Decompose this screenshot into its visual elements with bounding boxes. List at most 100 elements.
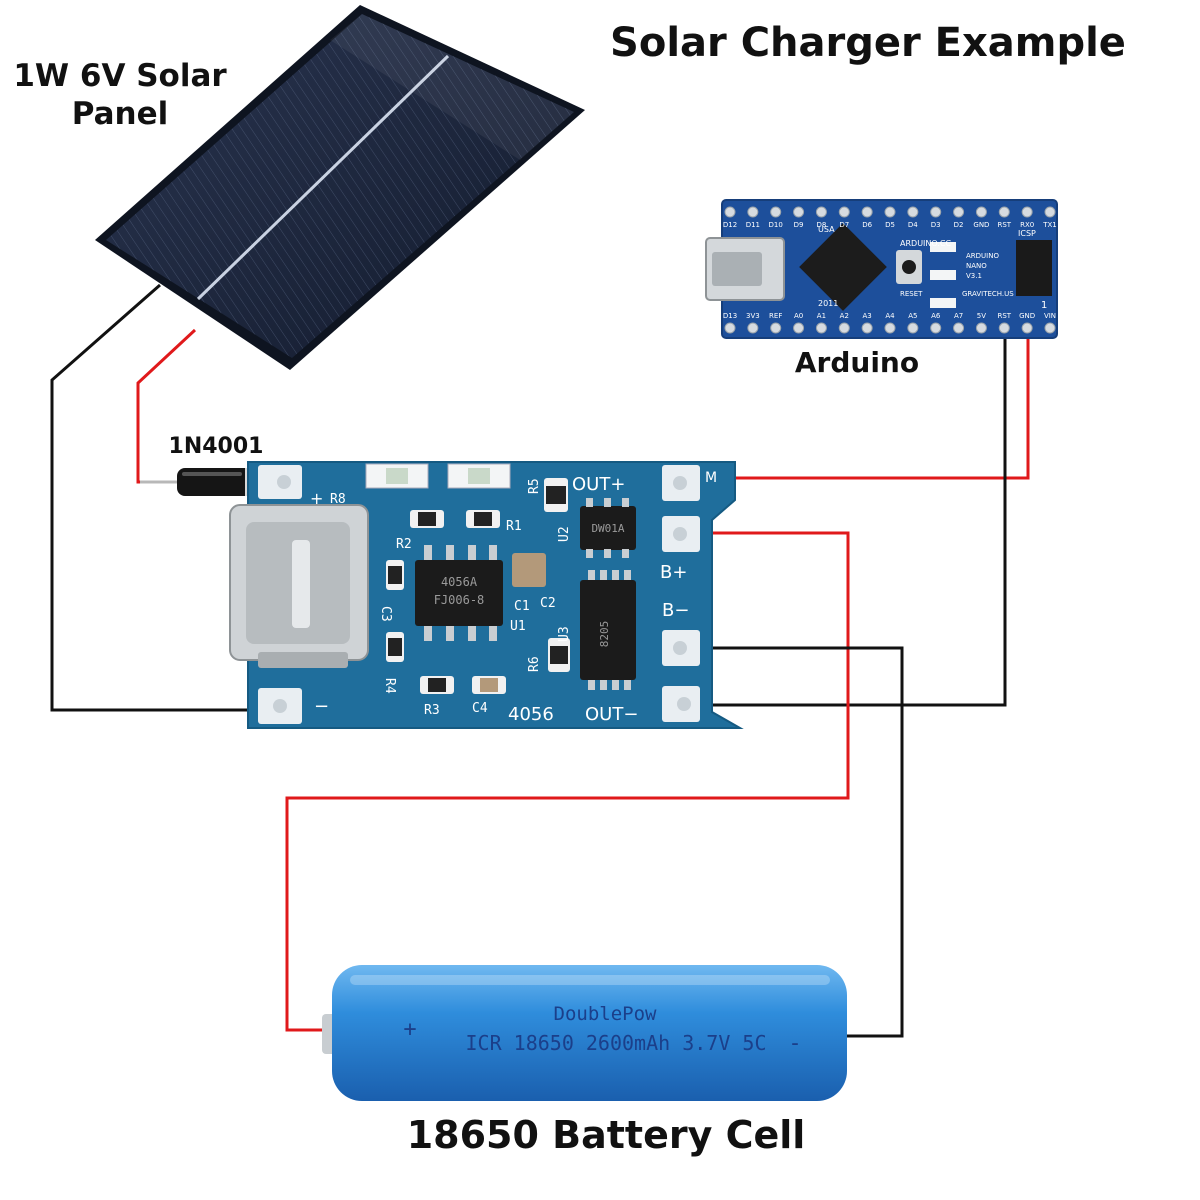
arduino-pin-label-top: RX0: [1020, 221, 1034, 229]
pad-in-plus-hole: [277, 475, 291, 489]
arduino-pin-bottom: [884, 322, 896, 334]
arduino-icsp-header: [1016, 240, 1052, 296]
solar-panel: [95, 5, 585, 370]
arduino-pin-top: [998, 206, 1010, 218]
arduino-pin-top: [1044, 206, 1056, 218]
silk-out-plus: OUT+: [572, 474, 625, 495]
arduino-pin-label-bottom: A1: [817, 312, 826, 320]
silk-ref-r2: R2: [396, 537, 412, 552]
battery-label: 18650 Battery Cell: [407, 1113, 806, 1157]
usb-c-tongue: [292, 540, 310, 628]
arduino-text-usa: USA: [818, 225, 835, 234]
arduino-pin-label-bottom: 3V3: [746, 312, 760, 320]
battery-plus-mark: +: [403, 1017, 416, 1042]
arduino-text-nano-3: V3.1: [966, 272, 982, 280]
battery-highlight: [350, 975, 830, 985]
solar-panel-grid: [106, 14, 574, 358]
arduino-text-one: 1: [1041, 300, 1047, 311]
diode-highlight: [182, 472, 242, 476]
solar-panel-bus-bar: [196, 54, 450, 301]
wires: [50, 283, 1030, 1038]
arduino-pin-label-bottom: REF: [769, 312, 782, 320]
silk-in-minus: −: [314, 696, 329, 717]
arduino-pin-bottom: [998, 322, 1010, 334]
wire-outplus-to-vin: [680, 338, 1030, 480]
led-done-lens: [468, 468, 490, 484]
arduino-pin-bottom: [975, 322, 987, 334]
silk-ref-c3: C3: [378, 606, 393, 622]
arduino-pin-label-bottom: A2: [840, 312, 849, 320]
arduino-pin-label-bottom: A5: [908, 312, 917, 320]
battery-body: [332, 965, 847, 1101]
arduino-pin-top: [724, 206, 736, 218]
arduino-pin-top: [747, 206, 759, 218]
page-title: Solar Charger Example: [610, 20, 1126, 66]
arduino-pin-label-bottom: GND: [1019, 312, 1035, 320]
pad-in-minus-hole: [273, 699, 287, 713]
arduino-led-pwr: [930, 298, 956, 308]
silk-ref-u3: U3: [557, 626, 572, 642]
silk-in-plus: +: [310, 489, 323, 508]
silk-b-minus: B−: [662, 600, 689, 621]
arduino-pin-rows: TX1RX0RSTGNDD2D3D4D5D6D7D8D9D10D11D12D13…: [723, 206, 1057, 334]
arduino-pin-label-bottom: 5V: [977, 312, 986, 320]
chip-u1-mark-1: 4056A: [441, 575, 478, 589]
pad-b-plus-hole: [673, 527, 687, 541]
silk-ref-c2: C2: [540, 596, 556, 611]
capacitor-c2: [512, 553, 546, 587]
arduino-pin-label-top: D10: [769, 221, 783, 229]
pad-out-plus-hole: [673, 476, 687, 490]
arduino-pin-label-bottom: RST: [997, 312, 1011, 320]
arduino-pin-top: [861, 206, 873, 218]
chip-u2-mark: DW01A: [591, 522, 624, 535]
arduino-text-year: 2011: [818, 299, 838, 308]
diode-1n4001: 1N4001: [140, 434, 300, 496]
silk-ref-u2: U2: [557, 526, 572, 542]
arduino-pin-bottom: [770, 322, 782, 334]
arduino-pin-bottom: [1021, 322, 1033, 334]
arduino-pin-label-bottom: A6: [931, 312, 941, 320]
battery-minus-mark: -: [788, 1031, 801, 1056]
pad-out-minus-hole: [677, 697, 691, 711]
arduino-pin-label-top: D6: [862, 221, 872, 229]
silk-out-minus: OUT−: [585, 704, 638, 725]
battery-18650: DoublePow ICR 18650 2600mAh 3.7V 5C + -: [322, 965, 847, 1101]
arduino-pin-top: [884, 206, 896, 218]
silk-model: 4056: [508, 704, 554, 725]
arduino-pin-bottom: [793, 322, 805, 334]
silk-corner-mark: M: [705, 470, 717, 486]
led-charging-lens: [386, 468, 408, 484]
chip-u1-pins: [424, 545, 497, 641]
arduino-pin-bottom: [815, 322, 827, 334]
arduino-pin-top: [953, 206, 965, 218]
silk-ref-c1: C1: [514, 599, 530, 614]
arduino-text-nano-1: ARDUINO: [966, 252, 999, 260]
arduino-pin-label-top: D7: [839, 221, 849, 229]
usb-c-shell-foot: [258, 652, 348, 668]
silk-ref-c4: C4: [472, 701, 488, 716]
arduino-text-nano-2: NANO: [966, 262, 987, 270]
arduino-pin-label-bottom: D13: [723, 312, 737, 320]
battery-spec: ICR 18650 2600mAh 3.7V 5C: [465, 1031, 766, 1055]
arduino-pin-label-bottom: A4: [885, 312, 895, 320]
arduino-label: Arduino: [795, 346, 919, 379]
silk-b-plus: B+: [660, 562, 687, 583]
wire-solar-negative: [50, 283, 275, 712]
arduino-pin-bottom: [861, 322, 873, 334]
chip-u3: [580, 580, 636, 680]
pad-b-minus-hole: [673, 641, 687, 655]
arduino-pin-top: [838, 206, 850, 218]
arduino-pin-label-top: D2: [954, 221, 964, 229]
solar-panel-label-line1: 1W 6V Solar: [13, 58, 227, 94]
solar-panel-label-line2: Panel: [72, 96, 169, 132]
battery-brand: DoublePow: [554, 1003, 658, 1025]
arduino-pin-label-top: GND: [973, 221, 989, 229]
silk-ref-r5: R5: [527, 478, 542, 494]
arduino-pin-top: [975, 206, 987, 218]
arduino-pin-bottom: [747, 322, 759, 334]
arduino-mcu: [799, 223, 887, 311]
arduino-pin-label-top: RST: [997, 221, 1011, 229]
wire-outminus-to-gnd: [685, 338, 1007, 707]
